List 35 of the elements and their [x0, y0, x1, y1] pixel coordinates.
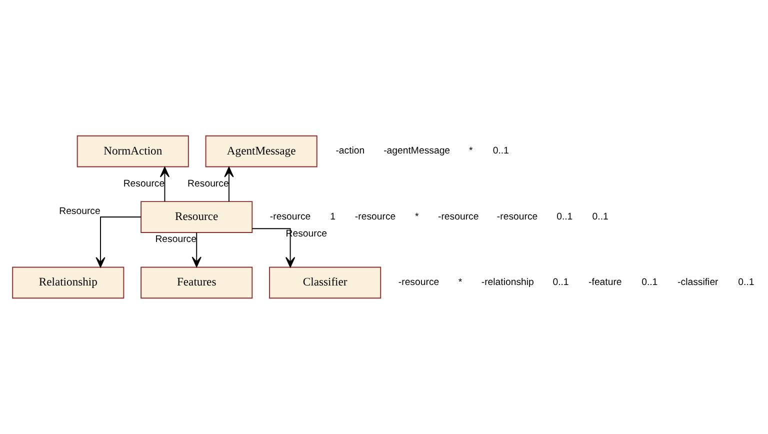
label: -agentMessage	[384, 146, 450, 157]
label: -resource	[398, 277, 440, 288]
node-box: Resource	[140, 201, 253, 233]
label: 0..1	[592, 211, 608, 222]
node-box: Relationship	[12, 266, 124, 299]
label: 0..1	[552, 277, 569, 288]
edge-label: Resource	[59, 206, 100, 218]
label: -action	[336, 146, 365, 157]
arrow	[96, 216, 142, 268]
label: 0..1	[738, 277, 754, 288]
label: -resource	[438, 211, 479, 222]
label: -classifier	[678, 277, 718, 288]
label: *	[469, 146, 473, 157]
label: 0..1	[556, 211, 573, 222]
label: -resource	[270, 211, 311, 222]
node-box: Features	[140, 266, 253, 299]
edge-label: Resource	[123, 178, 165, 190]
node-box: Classifier	[269, 266, 382, 299]
arrow	[192, 232, 202, 268]
node-box: NormAction	[76, 135, 189, 168]
edge-label: Resource	[155, 234, 196, 245]
label: *	[414, 211, 419, 222]
label: 1	[330, 211, 336, 222]
arrow	[252, 228, 296, 268]
edge-label: Resource	[188, 178, 229, 190]
label: 0..1	[642, 277, 658, 288]
label: -resource	[496, 211, 538, 222]
arrow	[160, 166, 170, 202]
label: *	[458, 277, 462, 288]
node-box: AgentMessage	[205, 135, 318, 168]
arrow	[224, 166, 234, 202]
label: -resource	[354, 211, 396, 222]
label: 0..1	[492, 146, 509, 157]
label: -relationship	[481, 277, 534, 288]
label: -feature	[588, 277, 622, 288]
